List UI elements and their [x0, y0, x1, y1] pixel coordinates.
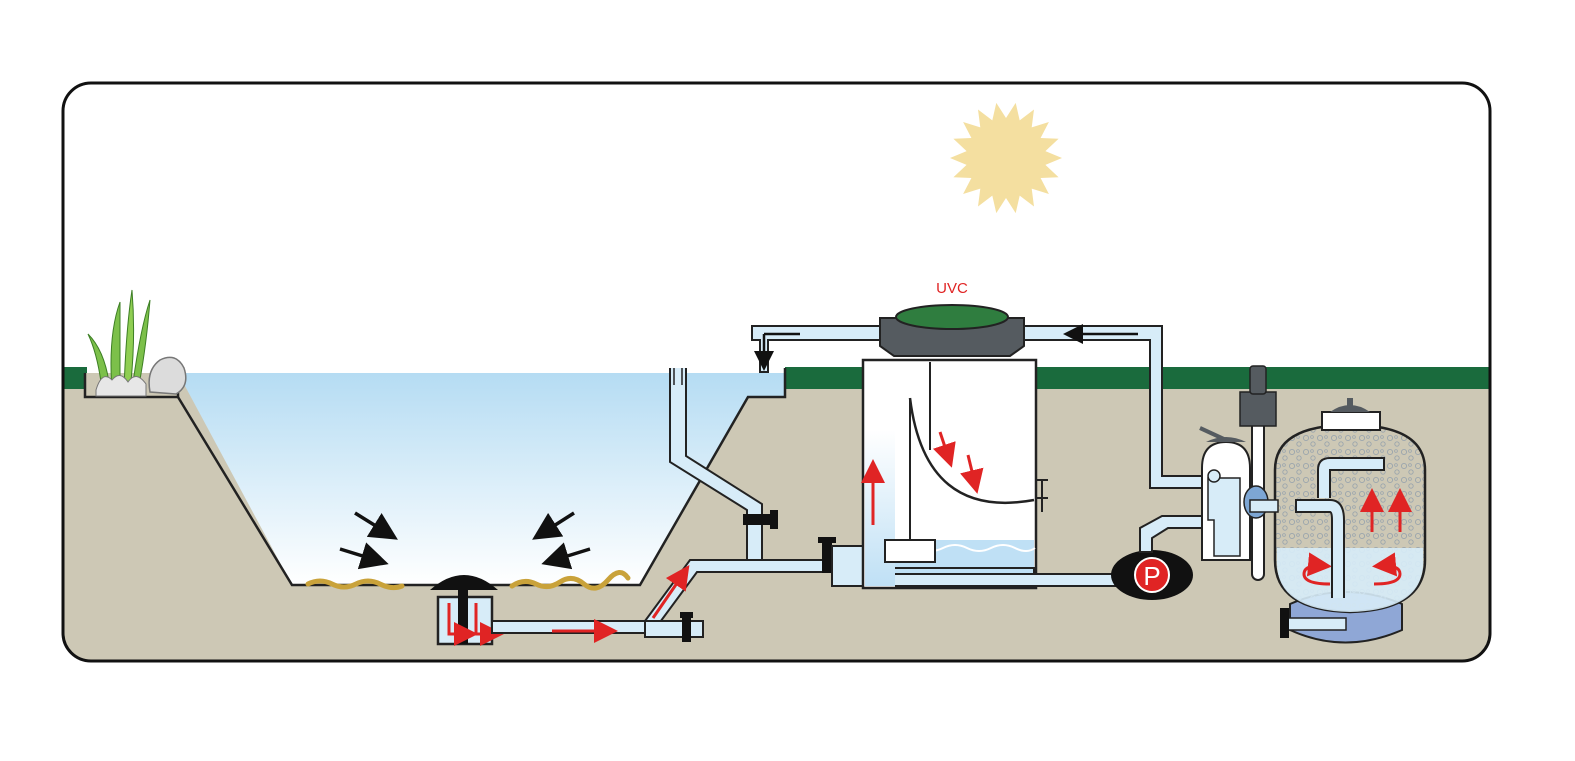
- sand-filter: [1273, 398, 1427, 644]
- sludge-left: [305, 578, 405, 591]
- pond-water: [178, 373, 785, 585]
- sun-icon: [950, 102, 1062, 214]
- suction-arrows: [339, 511, 591, 570]
- uvc-clarifier: UVC: [879, 280, 1025, 357]
- multiport-valve: [1199, 365, 1279, 581]
- valve-icon: [743, 510, 778, 529]
- plant-icon: [87, 289, 151, 397]
- bottom-drain: [430, 575, 504, 646]
- pond-liner: [176, 368, 787, 587]
- pump-icon: P: [1111, 550, 1193, 600]
- valve-icon: [1280, 608, 1347, 638]
- chamber-inlet: [831, 545, 864, 587]
- pump-suction-pipe: [895, 573, 1121, 587]
- valve-icon: [818, 537, 836, 573]
- sky: [63, 83, 1490, 373]
- stone-icon: [148, 356, 187, 395]
- pump-label: P: [1143, 561, 1160, 591]
- grass-left: [63, 367, 87, 389]
- sludge-right: [509, 570, 631, 591]
- valve-icon: [680, 612, 693, 642]
- skimmer-pipe: [669, 368, 763, 561]
- filter-chamber: [861, 358, 1048, 590]
- uvc-label: UVC: [936, 280, 968, 297]
- diagram-frame: [61, 81, 1492, 663]
